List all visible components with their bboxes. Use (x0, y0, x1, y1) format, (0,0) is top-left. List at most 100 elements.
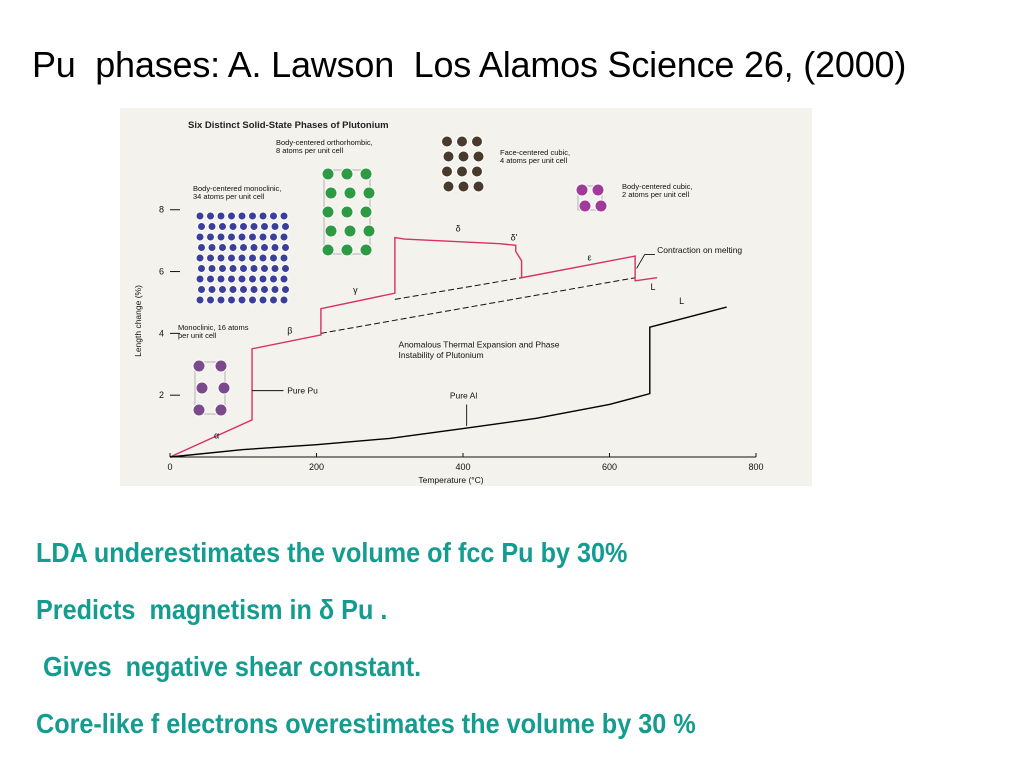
extrapolation-line (394, 277, 522, 300)
atom (324, 224, 338, 238)
x-axis-label: Temperature (°C) (418, 475, 483, 485)
atom (442, 180, 455, 193)
atom (195, 295, 205, 305)
atom (270, 264, 280, 273)
atom (249, 243, 259, 252)
atom (279, 211, 289, 221)
atom (192, 359, 206, 373)
atom (343, 186, 357, 200)
atom (197, 264, 206, 273)
atom (197, 285, 206, 294)
atom (228, 222, 238, 231)
atom (217, 381, 231, 395)
atom (359, 243, 373, 257)
crystal-structure-label: 2 atoms per unit cell (622, 190, 689, 199)
atom (441, 165, 453, 178)
atom (216, 232, 226, 242)
atom (249, 222, 259, 231)
phase-label-beta: β (287, 325, 292, 335)
atom (207, 222, 217, 231)
anomalous-label-line2: Instability of Plutonium (399, 350, 484, 360)
atom (456, 135, 468, 148)
atom (472, 150, 485, 163)
bullet-item: Predicts magnetism in δ Pu . (36, 594, 388, 625)
chart-title: Six Distinct Solid-State Phases of Pluto… (188, 120, 389, 131)
extrapolation-line (320, 277, 636, 334)
bullet-item: Gives negative shear constant. (36, 651, 422, 682)
atom (260, 222, 269, 231)
atom (227, 253, 236, 263)
atom (343, 224, 357, 238)
phase-label-liquid-pu: L (651, 282, 656, 292)
atom (195, 211, 205, 221)
atom (206, 232, 215, 242)
contraction-pointer (636, 254, 655, 269)
atom (321, 205, 335, 219)
atom (207, 264, 217, 273)
atom (239, 243, 248, 252)
atom (362, 186, 376, 200)
atom (237, 295, 247, 305)
atom (340, 167, 354, 181)
atom (578, 199, 592, 213)
atom (218, 285, 227, 294)
atom (237, 253, 247, 263)
atom (249, 264, 259, 273)
atom (457, 180, 470, 193)
atom (281, 264, 290, 273)
atom (239, 285, 248, 294)
atom (321, 243, 335, 257)
crystal-structure-label: per unit cell (178, 331, 217, 340)
atom (258, 253, 268, 263)
atom (281, 222, 290, 231)
crystal-structure-label: Monoclinic, 16 atoms (178, 323, 249, 332)
atom (207, 285, 217, 294)
atom (359, 167, 373, 181)
crystal-structure-label: Body-centered monoclinic, (193, 184, 281, 193)
atom (258, 274, 268, 284)
y-tick-label: 2 (159, 390, 164, 400)
atom (269, 232, 278, 242)
atom (249, 285, 259, 294)
slide-title: Pu phases: A. Lawson Los Alamos Science … (32, 44, 907, 85)
atom (248, 232, 257, 242)
atom (228, 243, 238, 252)
phase-label-epsilon: ε (588, 253, 592, 263)
al-series-line (169, 306, 727, 458)
atom (237, 211, 247, 221)
contraction-label: Contraction on melting (657, 245, 742, 255)
atom (321, 167, 335, 181)
atom (227, 232, 236, 242)
atom (239, 222, 248, 231)
bullet-list: LDA underestimates the volume of fcc Pu … (36, 524, 769, 752)
crystal-structure-label: 4 atoms per unit cell (500, 156, 567, 165)
atom (269, 253, 278, 263)
atom (248, 274, 257, 284)
atom (195, 381, 209, 395)
atom (471, 135, 483, 148)
atom (260, 264, 269, 273)
atom (228, 264, 238, 273)
atom (206, 253, 215, 263)
x-tick-label: 600 (602, 462, 617, 472)
atom (270, 243, 280, 252)
crystal-structure-label: Body-centered cubic, (622, 182, 692, 191)
y-tick-label: 4 (159, 328, 164, 338)
atom (218, 222, 227, 231)
phase-label-liquid-al: L (679, 296, 684, 306)
atom (340, 205, 354, 219)
atom (237, 274, 247, 284)
atom (237, 232, 247, 242)
pure-al-label: Pure Al (450, 390, 478, 400)
bullet-item: LDA underestimates the volume of fcc Pu … (36, 537, 628, 568)
atom (471, 165, 483, 178)
atom (195, 253, 205, 263)
atom (457, 150, 470, 163)
atom (258, 211, 268, 221)
atom (269, 211, 278, 221)
x-tick-label: 400 (455, 462, 470, 472)
atom (279, 295, 289, 305)
bullet-item: Core-like f electrons overestimates the … (36, 708, 696, 739)
atom (594, 199, 608, 213)
